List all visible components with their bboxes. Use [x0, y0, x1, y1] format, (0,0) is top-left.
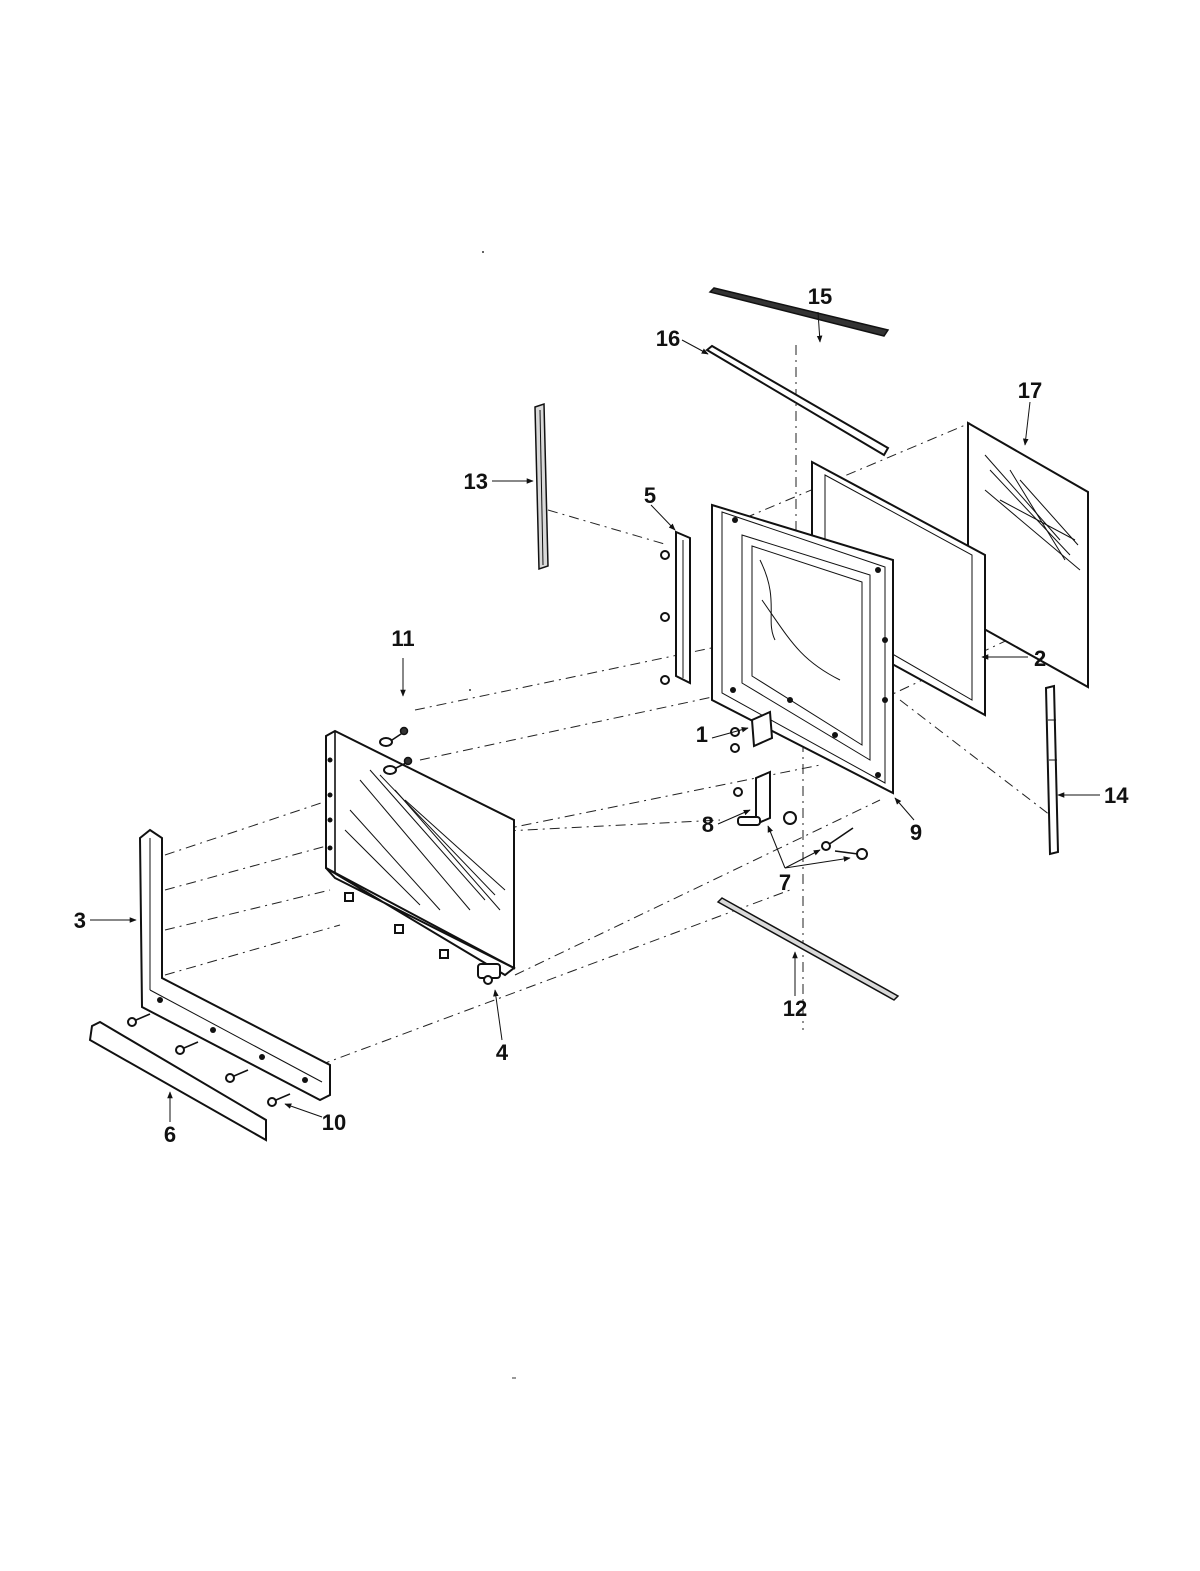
leader-lines: [90, 311, 1100, 1122]
callout-14: 14: [1104, 783, 1129, 808]
part-1-hinge-clip: [730, 710, 774, 753]
part-4-outer-door-panel: [325, 729, 516, 985]
callout-2: 2: [1034, 646, 1046, 671]
part-10-screws: [127, 1013, 291, 1107]
part-11-screws: [379, 726, 413, 775]
part-15-top-seal: [708, 287, 890, 337]
callout-labels: 1 2 3 4 5 6 7 8 9 10 11 12 13 14 15 16 1…: [74, 284, 1129, 1147]
callout-4: 4: [496, 1040, 509, 1065]
scan-specks: [469, 251, 516, 1379]
part-17-inner-glass: [967, 421, 1089, 689]
part-5-hinge-bracket: [660, 530, 691, 685]
callout-17: 17: [1018, 378, 1042, 403]
callout-3: 3: [74, 908, 86, 933]
callout-7: 7: [779, 870, 791, 895]
part-16-top-trim: [705, 344, 890, 457]
part-7-hinge-screws: [783, 811, 868, 860]
callout-6: 6: [164, 1122, 176, 1147]
part-13-side-seal: [534, 402, 549, 571]
callout-10: 10: [322, 1110, 346, 1135]
callout-5: 5: [644, 483, 656, 508]
part-6-bottom-trim-strip: [88, 1020, 267, 1142]
part-3-door-trim: [138, 828, 331, 1102]
callout-9: 9: [910, 820, 922, 845]
callout-8: 8: [702, 812, 714, 837]
part-14-side-seal: [1044, 684, 1060, 856]
callout-13: 13: [464, 469, 488, 494]
part-8-hinge-block: [733, 770, 771, 826]
projection-lines: [164, 345, 1086, 1066]
callout-16: 16: [656, 326, 680, 351]
callout-11: 11: [391, 626, 414, 651]
part-12-bottom-seal: [716, 897, 900, 1001]
callout-15: 15: [808, 284, 832, 309]
callout-1: 1: [696, 722, 708, 747]
callout-12: 12: [783, 996, 807, 1021]
